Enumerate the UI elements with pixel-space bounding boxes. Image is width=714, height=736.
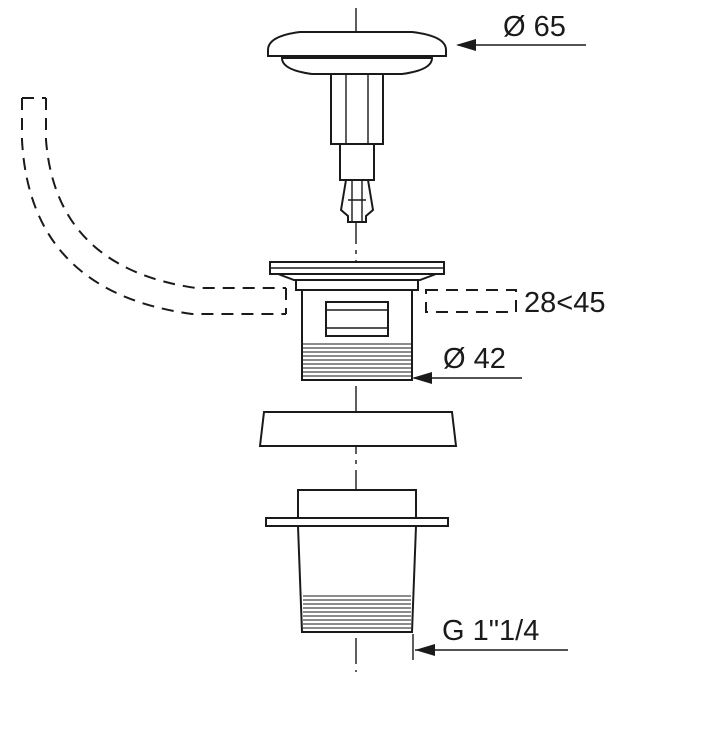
waste-body (301, 289, 413, 381)
dimension-cap-diameter: Ø 65 (456, 11, 586, 51)
top-flange (269, 261, 445, 291)
cap-diameter-label: Ø 65 (503, 11, 566, 43)
body-thread (302, 343, 412, 377)
plug-cap (267, 31, 447, 75)
thickness-range-label: 28<45 (524, 287, 605, 319)
body-diameter-label: Ø 42 (443, 343, 506, 375)
tailpiece-thread (303, 595, 411, 629)
dimension-thickness-range: 28<45 (524, 287, 605, 319)
overflow-hose (21, 97, 287, 315)
dimension-body-diameter: Ø 42 (412, 343, 522, 384)
thread-size-label: G 1"1/4 (442, 615, 539, 647)
sealing-washer (258, 411, 458, 447)
tailpiece (265, 489, 449, 633)
plug-stem (330, 73, 384, 223)
basin-thickness-zone (425, 289, 517, 313)
dimension-thread-size: G 1"1/4 (412, 615, 568, 660)
